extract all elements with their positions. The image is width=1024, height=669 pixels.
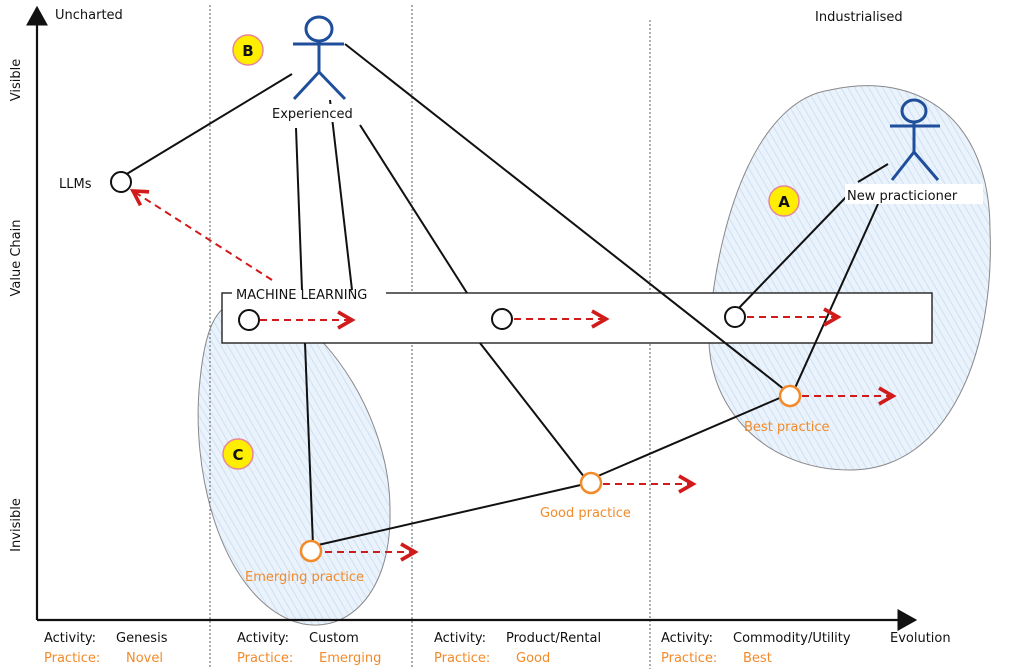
evolve-arrows — [129, 189, 897, 562]
component-ml-genesis[interactable] — [238, 309, 260, 331]
component-emerging-practice[interactable] — [299, 539, 323, 563]
component-llms[interactable] — [110, 171, 132, 193]
stage-custom: Activity: Custom Practice: Emerging — [237, 631, 381, 666]
x-label-evolution: Evolution — [890, 631, 951, 646]
link-newprac-best — [794, 203, 879, 389]
link-experienced-ml1 — [295, 127, 303, 291]
marker-c: C — [222, 438, 254, 470]
stage-product: Activity: Product/Rental Practice: Good — [434, 631, 601, 666]
marker-b-letter: B — [242, 42, 253, 60]
label-llms: LLMs — [59, 177, 92, 192]
machine-learning-label: MACHINE LEARNING — [236, 288, 367, 303]
evolve-ml-to-llms — [129, 189, 273, 281]
label-new-practitioner: New practicioner — [847, 189, 958, 204]
link-experienced-ml3 — [359, 124, 468, 294]
link-experienced-ml2 — [329, 99, 353, 291]
dependency-lines — [124, 43, 889, 546]
practice-value: Best — [743, 651, 772, 666]
link-ml-good — [479, 342, 586, 479]
label-emerging-practice: Emerging practice — [245, 570, 364, 585]
activity-label: Activity: — [237, 631, 289, 646]
stage-genesis: Activity: Genesis Practice: Novel — [44, 631, 168, 666]
group-c-region — [197, 298, 391, 626]
practice-value: Good — [516, 651, 550, 666]
component-good-practice[interactable] — [579, 471, 603, 495]
activity-label: Activity: — [434, 631, 486, 646]
link-emerging-good — [317, 483, 586, 546]
practice-value: Emerging — [319, 651, 381, 666]
actor-experienced-icon[interactable] — [292, 15, 347, 101]
activity-label: Activity: — [661, 631, 713, 646]
y-label-visible: Visible — [9, 59, 24, 101]
link-experienced-best — [344, 43, 786, 391]
y-label-invisible: Invisible — [9, 498, 24, 552]
label-good-practice: Good practice — [540, 506, 631, 521]
label-industrialised: Industrialised — [815, 10, 903, 25]
marker-b: B — [232, 34, 264, 66]
practice-label: Practice: — [434, 651, 490, 666]
marker-a-letter: A — [778, 193, 790, 211]
marker-a: A — [768, 185, 800, 217]
label-uncharted: Uncharted — [55, 8, 123, 23]
machine-learning-label-bg — [232, 284, 386, 300]
link-experienced-llms — [124, 73, 293, 176]
activity-value: Genesis — [116, 631, 168, 646]
label-experienced: Experienced — [272, 107, 353, 122]
activity-label: Activity: — [44, 631, 96, 646]
component-best-practice[interactable] — [778, 384, 802, 408]
link-newprac-ml — [736, 195, 848, 311]
practice-value: Novel — [126, 651, 163, 666]
practice-label: Practice: — [44, 651, 100, 666]
actor-new-practitioner-icon[interactable] — [890, 98, 940, 181]
link-ml-emerging — [304, 342, 314, 546]
marker-c-letter: C — [232, 446, 243, 464]
activity-value: Commodity/Utility — [733, 631, 851, 646]
component-ml-product[interactable] — [491, 308, 513, 330]
y-label-value-chain: Value Chain — [9, 220, 24, 297]
experienced-label-bg — [270, 104, 366, 122]
practice-label: Practice: — [237, 651, 293, 666]
practice-label: Practice: — [661, 651, 717, 666]
label-best-practice: Best practice — [744, 420, 829, 435]
link-good-best — [597, 396, 783, 477]
group-a-region — [708, 85, 991, 471]
new-practitioner-label-bg — [845, 184, 983, 204]
component-ml-commodity[interactable] — [724, 306, 746, 328]
link-newprac-stub — [857, 163, 889, 183]
stage-commodity: Activity: Commodity/Utility Practice: Be… — [661, 631, 851, 666]
activity-value: Custom — [309, 631, 359, 646]
activity-value: Product/Rental — [506, 631, 601, 646]
